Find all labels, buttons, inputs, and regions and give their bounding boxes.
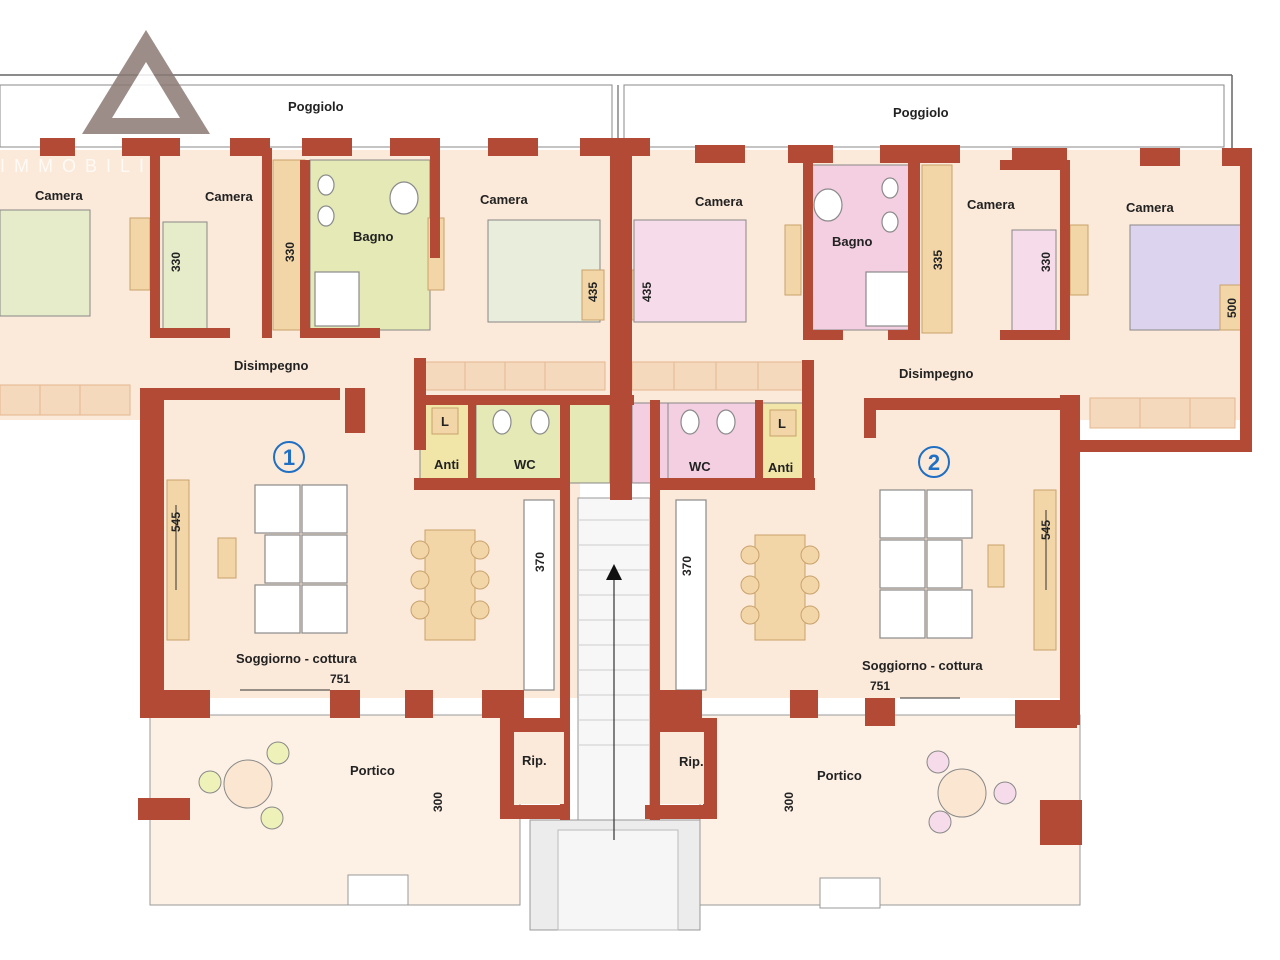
- label-camera-1b: Camera: [205, 189, 253, 204]
- label-anti-1: Anti: [434, 457, 459, 472]
- label-soggiorno-2: Soggiorno - cottura: [862, 658, 983, 673]
- dim-330-camera-2b: 330: [1039, 252, 1053, 272]
- label-camera-2c: Camera: [1126, 200, 1174, 215]
- dim-500-camera-2c: 500: [1225, 298, 1239, 318]
- balcony-right: [623, 84, 1225, 148]
- portico-table-2: [937, 768, 987, 818]
- brand-logo: IMMOBILI: [0, 30, 210, 176]
- sofa-set-1: [254, 484, 348, 634]
- label-camera-1c: Camera: [480, 192, 528, 207]
- corridor-cabinets-left: [0, 361, 606, 416]
- dining-table-1: [424, 529, 476, 641]
- label-portico-1: Portico: [350, 763, 395, 778]
- label-rip-2: Rip.: [679, 754, 704, 769]
- walls: [40, 138, 1252, 845]
- dim-335-wardrobe-2: 335: [931, 250, 945, 270]
- dim-435-camera-2a: 435: [640, 282, 654, 302]
- label-bagno-1: Bagno: [353, 229, 394, 244]
- bed-camera-1b: [162, 221, 208, 331]
- staircase: [577, 497, 651, 840]
- label-camera-2a: Camera: [695, 194, 743, 209]
- dim-300-portico-2: 300: [782, 792, 796, 812]
- unit-number-1: 1: [283, 445, 295, 470]
- label-l-1: L: [441, 414, 449, 429]
- dim-370-kitchen-2: 370: [680, 556, 694, 576]
- dim-330-wardrobe-1: 330: [283, 242, 297, 262]
- dining-table-2: [754, 534, 806, 641]
- portico-table-1: [223, 759, 273, 809]
- dim-751-living-1: 751: [330, 672, 350, 686]
- unit-number-2: 2: [928, 450, 940, 475]
- bed-camera-2a: [633, 219, 747, 323]
- label-l-2: L: [778, 416, 786, 431]
- label-wc-1: WC: [514, 457, 536, 472]
- corridor-cabinets-right: [631, 361, 1236, 429]
- label-portico-2: Portico: [817, 768, 862, 783]
- label-disimpegno-2: Disimpegno: [899, 366, 973, 381]
- dim-370-kitchen-1: 370: [533, 552, 547, 572]
- label-poggiolo-right: Poggiolo: [893, 105, 949, 120]
- label-poggiolo-left: Poggiolo: [288, 99, 344, 114]
- label-anti-2: Anti: [768, 460, 793, 475]
- bed-camera-1a: [0, 209, 91, 317]
- unit-badge-1: [273, 441, 305, 473]
- balcony-left: [0, 84, 613, 148]
- label-bagno-2: Bagno: [832, 234, 873, 249]
- dim-751-living-2: 751: [870, 679, 890, 693]
- dim-435-camera-1c: 435: [586, 282, 600, 302]
- label-disimpegno-1: Disimpegno: [234, 358, 308, 373]
- unit-badge-2: [918, 446, 950, 478]
- floor-portico-2: [699, 714, 1081, 906]
- dim-330-camera-1b: 330: [169, 252, 183, 272]
- bed-camera-1c: [487, 219, 601, 323]
- svg-text:IMMOBILI: IMMOBILI: [0, 156, 153, 176]
- label-soggiorno-1: Soggiorno - cottura: [236, 651, 357, 666]
- floor-portico-1: [149, 714, 521, 906]
- bed-camera-2b: [1011, 229, 1057, 335]
- dim-300-portico-1: 300: [431, 792, 445, 812]
- label-wc-2: WC: [689, 459, 711, 474]
- label-camera-1a: Camera: [35, 188, 83, 203]
- sofa-set-2: [879, 489, 973, 639]
- label-camera-2b: Camera: [967, 197, 1015, 212]
- label-rip-1: Rip.: [522, 753, 547, 768]
